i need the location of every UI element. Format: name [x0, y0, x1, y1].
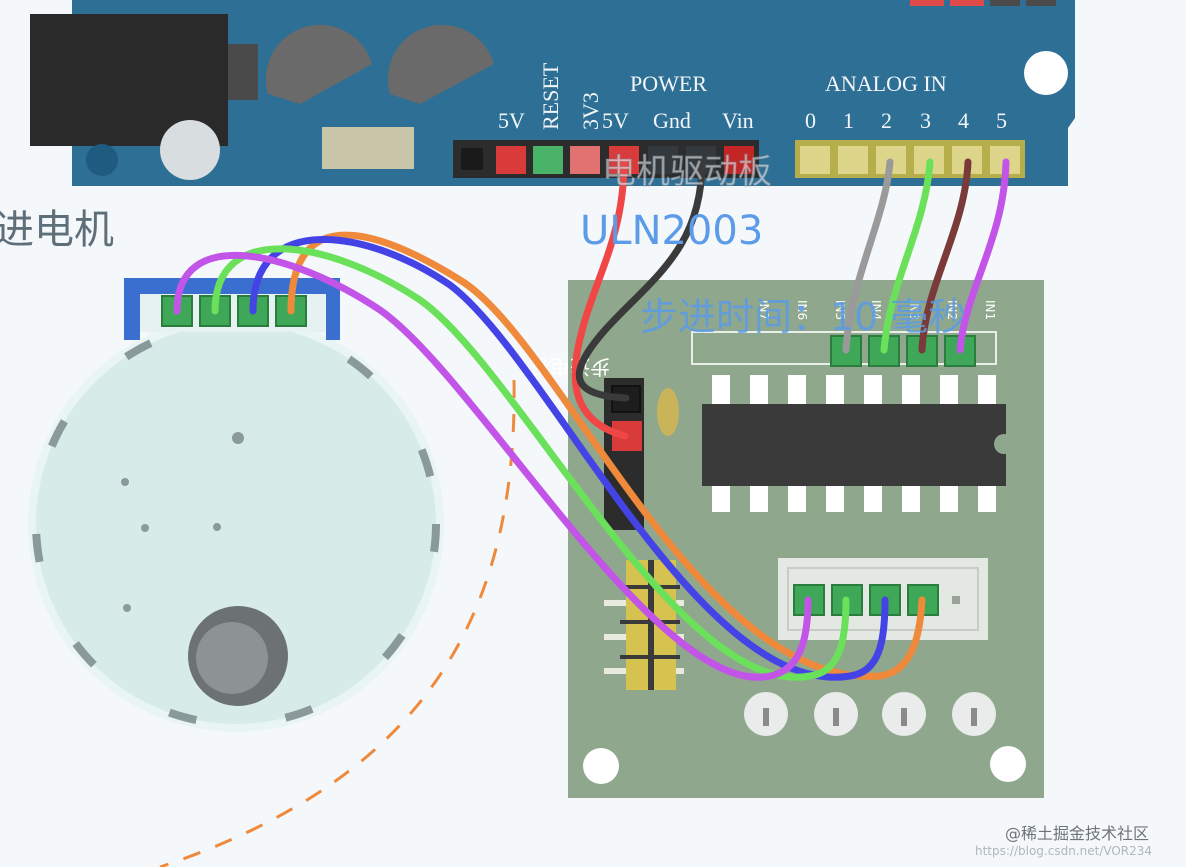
- arduino-board: POWER ANALOG IN 5V RESET 3V3 5V Gnd Vin …: [30, 0, 1075, 186]
- analog-pin-1: 1: [843, 108, 854, 133]
- stepper-motor: [28, 278, 444, 732]
- in-label-2: IN2: [945, 300, 959, 320]
- analog-header-label: ANALOG IN: [825, 71, 947, 96]
- capacitor-right: [387, 24, 494, 105]
- driver-hole-left-icon: [583, 748, 619, 784]
- mounting-hole-icon: [1024, 51, 1068, 95]
- pin-label-3v3: 3V3: [578, 92, 603, 130]
- uln2003-chip: [702, 404, 1006, 486]
- analog-pin-4: 4: [958, 108, 969, 133]
- driver-capacitor: [657, 388, 679, 436]
- crystal: [322, 127, 414, 169]
- rotation-arc: [159, 379, 516, 867]
- watermark-label: @稀土掘金技术社区: [1005, 824, 1149, 843]
- pin-label-gnd: Gnd: [653, 108, 691, 133]
- wire-motor-blue: [249, 236, 889, 681]
- in-label-5: IN5: [833, 300, 847, 320]
- driver-board-overlay: 电机驱动板: [602, 152, 772, 192]
- wire-a2: [842, 158, 894, 354]
- wire-5v: [571, 158, 629, 440]
- motor-title-overlay: 进电机: [0, 207, 114, 253]
- pin-label-5v-left: 5V: [498, 108, 525, 133]
- capacitor-left: [265, 24, 372, 105]
- in-label-3: IN3: [907, 300, 921, 320]
- in-pin-labels: IN7 IN6 IN5 IN4 IN3 IN2 IN1: [757, 300, 997, 320]
- pin-label-5v: 5V: [602, 108, 629, 133]
- analog-pin-0: 0: [805, 108, 816, 133]
- wires: [173, 158, 1010, 681]
- wire-a4: [918, 158, 972, 354]
- in-label-7: IN7: [757, 300, 771, 320]
- wire-gnd: [575, 158, 706, 402]
- wire-a5: [956, 158, 1010, 354]
- driver-leds: [744, 692, 996, 736]
- chip-name-overlay: ULN2003: [580, 208, 763, 254]
- pin-label-vin: Vin: [722, 108, 754, 133]
- wire-motor-green: [211, 245, 850, 681]
- wire-motor-orange: [287, 231, 926, 680]
- analog-pin-labels: 0 1 2 3 4 5: [805, 108, 1007, 133]
- pin-label-reset: RESET: [538, 62, 563, 130]
- wire-motor-purple: [173, 251, 812, 681]
- power-header-label: POWER: [630, 71, 707, 96]
- in-label-4: IN4: [869, 300, 883, 320]
- watermark-url: https://blog.csdn.net/VOR234: [975, 844, 1152, 858]
- wire-a3: [880, 158, 934, 354]
- analog-pin-3: 3: [920, 108, 931, 133]
- analog-pin-5: 5: [996, 108, 1007, 133]
- analog-header: [795, 140, 1025, 178]
- step-time-overlay: 步进时间：10 毫秒: [640, 295, 966, 339]
- analog-pin-2: 2: [881, 108, 892, 133]
- in-label-1: IN1: [983, 300, 997, 320]
- driver-hole-right-icon: [990, 746, 1026, 782]
- in-label-6: IN6: [795, 300, 809, 320]
- driver-board: IN7 IN6 IN5 IN4 IN3 IN2 IN1 步进电机: [530, 280, 1044, 798]
